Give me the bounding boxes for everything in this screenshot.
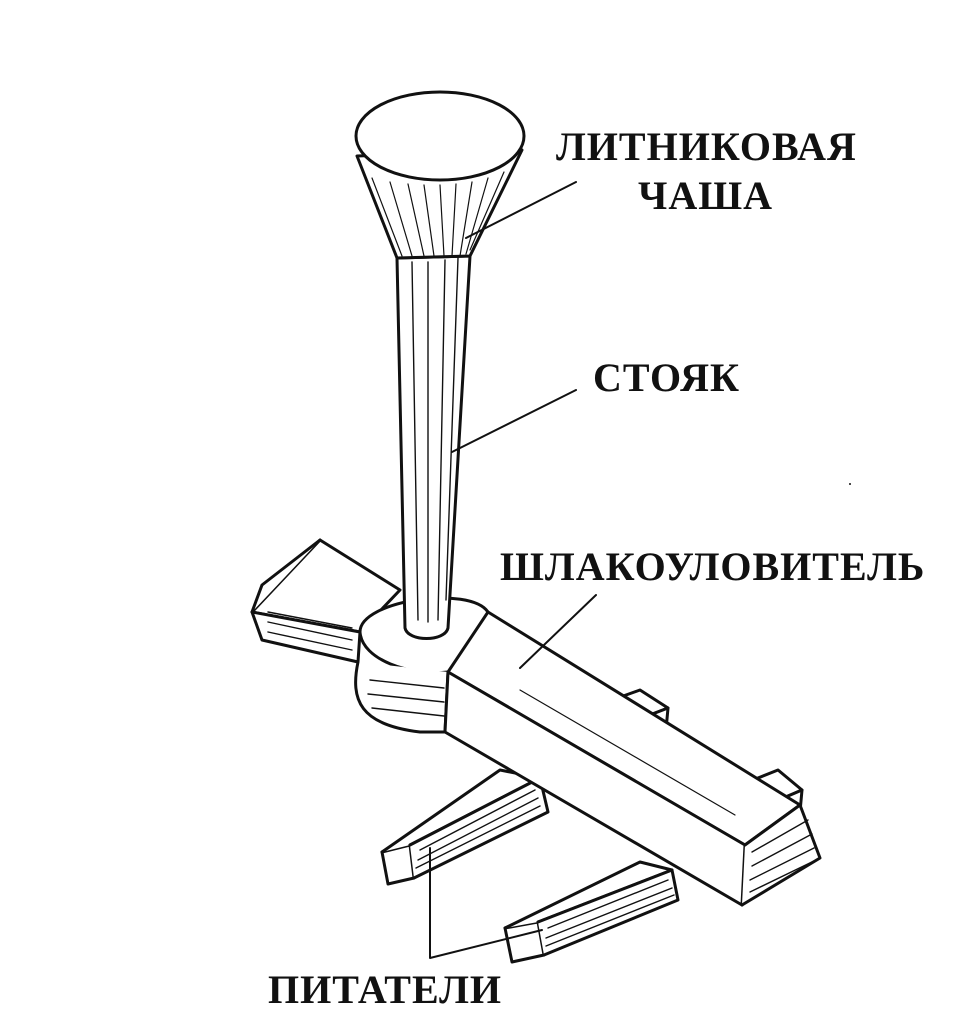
feeder-front-left — [380, 768, 550, 886]
label-pouring-cup-line-1: ЛИТНИКОВАЯ — [556, 124, 857, 169]
label-feeders: ПИТАТЕЛИ — [268, 967, 503, 1012]
label-pouring-cup-line-2: ЧАША — [638, 173, 774, 218]
slag-trap — [250, 538, 822, 907]
sprue — [395, 254, 472, 640]
label-slag-trap: ШЛАКОУЛОВИТЕЛЬ — [500, 544, 926, 589]
pouring-cup — [354, 90, 526, 260]
leader-slag-trap — [519, 594, 597, 669]
leader-pouring-cup — [465, 181, 577, 239]
leader-lines — [429, 181, 597, 959]
leader-sprue — [451, 389, 577, 453]
leader-feeders — [429, 847, 543, 959]
label-sprue: СТОЯК — [593, 355, 741, 400]
feeder-front-right — [503, 860, 680, 964]
stray-dot — [849, 483, 851, 485]
